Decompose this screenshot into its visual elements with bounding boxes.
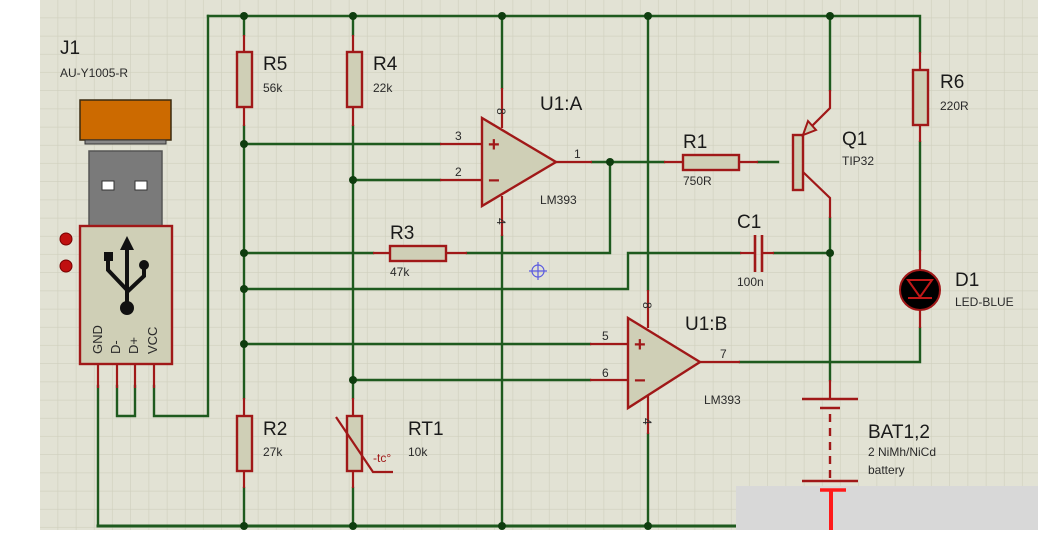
usb-cap	[79, 99, 172, 141]
probe-marker-icon[interactable]	[736, 486, 1038, 530]
component-u1b[interactable]: + − 5 6 7 8 4 U1:B LM393	[590, 290, 741, 434]
u1b-pin6: 6	[602, 366, 609, 380]
u1a-pin2: 2	[455, 165, 462, 179]
usb-pin-dplus: D+	[126, 337, 141, 354]
c1-ref: C1	[737, 212, 761, 233]
u1a-pin8: 8	[494, 108, 508, 115]
rt1-tc-label: -tc°	[373, 451, 391, 465]
r6-value: 220R	[940, 99, 969, 113]
j1-ref: J1	[60, 38, 80, 59]
u1a-pin4: 4	[494, 218, 508, 225]
component-c1[interactable]: C1 100n	[737, 212, 774, 289]
bat-value-line2: battery	[868, 463, 905, 477]
usb-icon	[104, 236, 149, 315]
pin-marker-icon[interactable]	[59, 232, 73, 246]
u1b-value: LM393	[704, 393, 741, 407]
r4-value: 22k	[373, 81, 393, 95]
pin-marker-icon[interactable]	[59, 259, 73, 273]
u1a-value: LM393	[540, 193, 577, 207]
r3-ref: R3	[390, 223, 414, 244]
component-d1[interactable]: D1 LED-BLUE	[899, 250, 1014, 328]
rt1-ref: RT1	[408, 419, 444, 440]
c1-value: 100n	[737, 275, 764, 289]
wires	[96, 14, 922, 528]
usb-pin-vcc: VCC	[145, 327, 160, 354]
usb-plug-hole	[134, 180, 148, 191]
diode-icon	[906, 279, 934, 299]
usb-plug-hole	[101, 180, 115, 191]
schematic-svg[interactable]: J1 AU-Y1005-R GND D- D+ VCC	[40, 0, 1038, 530]
wire-data-loop	[115, 384, 137, 418]
q1-ref: Q1	[842, 129, 867, 150]
r4-ref: R4	[373, 54, 398, 75]
u1b-pin8: 8	[640, 302, 654, 309]
u1b-minus-sign: −	[634, 370, 646, 392]
component-j1[interactable]: J1 AU-Y1005-R GND D- D+ VCC	[59, 38, 174, 388]
q1-value: TIP32	[842, 154, 874, 168]
r3-value: 47k	[390, 265, 410, 279]
d1-ref: D1	[955, 270, 979, 291]
component-q1[interactable]: Q1 TIP32	[791, 90, 874, 218]
u1a-minus-sign: −	[488, 170, 500, 192]
usb-cap-rim	[84, 139, 167, 145]
j1-value: AU-Y1005-R	[60, 66, 128, 80]
u1b-pin5: 5	[602, 329, 609, 343]
wire-c1-left	[242, 251, 742, 291]
component-rt1[interactable]: -tc° RT1 10k	[335, 398, 444, 488]
u1b-plus-sign: +	[634, 334, 646, 356]
r5-value: 56k	[263, 81, 283, 95]
component-r2[interactable]: R2 27k	[235, 398, 287, 488]
wire-feedback	[465, 160, 612, 255]
bat-value: 2 NiMh/NiCd	[868, 445, 936, 459]
u1b-ref: U1:B	[685, 314, 727, 335]
junctions	[240, 12, 834, 530]
u1a-ref: U1:A	[540, 94, 583, 115]
u1b-pin4: 4	[640, 418, 654, 425]
usb-pin-dminus: D-	[108, 340, 123, 354]
r2-value: 27k	[263, 445, 283, 459]
u1a-pin1: 1	[574, 147, 581, 161]
r1-ref: R1	[683, 132, 707, 153]
r6-ref: R6	[940, 72, 964, 93]
tooltip-overlay	[736, 486, 1038, 530]
bat-ref: BAT1,2	[868, 422, 930, 443]
component-u1a[interactable]: + − 3 2 1 8 4 U1:A LM393	[440, 88, 592, 236]
u1b-pin7: 7	[720, 347, 727, 361]
rt1-value: 10k	[408, 445, 428, 459]
component-r4[interactable]: R4 22k	[345, 35, 398, 126]
component-r5[interactable]: R5 56k	[235, 35, 287, 126]
component-r6[interactable]: R6 220R	[911, 52, 969, 142]
r1-value: 750R	[683, 174, 712, 188]
u1a-pin3: 3	[455, 129, 462, 143]
component-r3[interactable]: R3 47k	[373, 223, 467, 279]
d1-value: LED-BLUE	[955, 295, 1014, 309]
component-r1[interactable]: R1 750R	[664, 132, 758, 188]
r5-ref: R5	[263, 54, 287, 75]
component-bat[interactable]: BAT1,2 2 NiMh/NiCd battery	[802, 380, 936, 483]
origin-marker-icon	[529, 262, 547, 280]
usb-pin-gnd: GND	[90, 325, 105, 354]
schematic-canvas[interactable]: J1 AU-Y1005-R GND D- D+ VCC	[40, 0, 1038, 530]
usb-plug	[88, 150, 163, 227]
wire-vcc-usb	[152, 14, 210, 418]
wire-u1b-out	[738, 326, 922, 364]
r2-ref: R2	[263, 419, 287, 440]
wire-top-rail	[206, 14, 922, 54]
u1a-plus-sign: +	[488, 134, 500, 156]
